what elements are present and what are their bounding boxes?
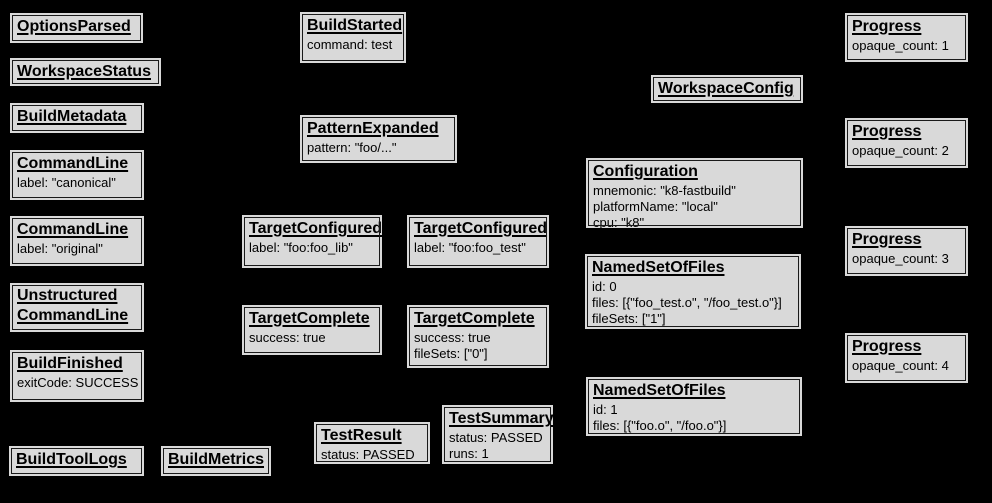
event-box-command-line-original: CommandLine label: "original": [10, 216, 144, 266]
event-box-target-configured-lib: TargetConfigured label: "foo:foo_lib": [242, 215, 382, 268]
event-box-title: BuildFinished: [17, 355, 123, 372]
event-box-field: label: "foo:foo_test": [414, 240, 526, 255]
event-box-title: Progress: [852, 231, 922, 248]
event-box-title: TargetConfigured: [414, 220, 548, 237]
event-box-workspace-config: WorkspaceConfig: [651, 75, 803, 103]
event-box-field: platformName: "local": [593, 199, 718, 214]
event-box-field: fileSets: ["1"]: [592, 311, 666, 326]
event-box-title: BuildToolLogs: [16, 451, 127, 468]
event-box-field: exitCode: SUCCESS: [17, 375, 139, 390]
event-box-title: WorkspaceConfig: [658, 80, 794, 97]
event-box-workspace-status: WorkspaceStatus: [10, 58, 161, 86]
event-box-build-tool-logs: BuildToolLogs: [9, 446, 144, 476]
event-box-build-metadata: BuildMetadata: [10, 103, 144, 133]
event-box-title: CommandLine: [17, 221, 129, 238]
event-box-unstructured-command-line: Unstructured CommandLine: [10, 283, 144, 332]
event-box-build-metrics: BuildMetrics: [161, 446, 271, 476]
event-box-title: CommandLine: [17, 155, 129, 172]
event-box-progress-1: Progress opaque_count: 1: [845, 13, 968, 62]
event-box-target-complete-test: TargetComplete success: true fileSets: […: [407, 305, 549, 368]
event-box-title: OptionsParsed: [17, 18, 131, 35]
event-box-named-set-of-files-1: NamedSetOfFiles id: 1 files: [{"foo.o", …: [586, 377, 802, 436]
event-box-named-set-of-files-0: NamedSetOfFiles id: 0 files: [{"foo_test…: [585, 254, 801, 329]
event-box-progress-2: Progress opaque_count: 2: [845, 118, 968, 168]
event-box-title: BuildMetadata: [17, 108, 127, 125]
event-box-field: status: PASSED: [449, 430, 543, 445]
event-box-title: Configuration: [593, 163, 698, 180]
event-box-field: opaque_count: 2: [852, 143, 949, 158]
event-box-test-result: TestResult status: PASSED: [314, 422, 430, 464]
event-box-title: Progress: [852, 338, 922, 355]
event-box-title: Progress: [852, 123, 922, 140]
event-box-field: label: "canonical": [17, 175, 116, 190]
event-box-field: files: [{"foo.o", "/foo.o"}]: [593, 418, 727, 433]
event-box-configuration: Configuration mnemonic: "k8-fastbuild" p…: [586, 158, 803, 230]
event-box-options-parsed: OptionsParsed: [10, 13, 143, 43]
event-box-build-finished: BuildFinished exitCode: SUCCESS: [10, 350, 144, 402]
event-box-title: TestResult: [321, 427, 402, 444]
event-box-build-started: BuildStarted command: test: [300, 12, 406, 63]
event-box-progress-4: Progress opaque_count: 4: [845, 333, 968, 383]
event-box-command-line-canonical: CommandLine label: "canonical": [10, 150, 144, 200]
event-box-field: label: "original": [17, 241, 103, 256]
event-box-field: cpu: "k8": [593, 215, 645, 230]
event-box-field: opaque_count: 3: [852, 251, 949, 266]
event-box-title: Unstructured CommandLine: [17, 287, 129, 324]
event-box-title: Progress: [852, 18, 922, 35]
event-box-target-complete-lib: TargetComplete success: true: [242, 305, 382, 355]
event-box-field: success: true: [414, 330, 491, 345]
event-box-field: id: 0: [592, 279, 617, 294]
event-box-field: id: 1: [593, 402, 618, 417]
event-box-field: mnemonic: "k8-fastbuild": [593, 183, 736, 198]
event-box-title: WorkspaceStatus: [17, 63, 151, 80]
event-box-field: runs: 1: [449, 446, 489, 461]
event-box-title: TargetComplete: [249, 310, 370, 327]
event-box-title: TestSummary: [449, 410, 554, 427]
event-box-title: BuildStarted: [307, 17, 403, 34]
event-box-progress-3: Progress opaque_count: 3: [845, 226, 968, 276]
event-box-title: TargetConfigured: [249, 220, 383, 237]
event-box-pattern-expanded: PatternExpanded pattern: "foo/...": [300, 115, 457, 163]
event-box-field: fileSets: ["0"]: [414, 346, 488, 361]
event-box-field: status: PASSED: [321, 447, 415, 462]
event-box-test-summary: TestSummary status: PASSED runs: 1: [442, 405, 554, 464]
event-box-field: opaque_count: 1: [852, 38, 949, 53]
event-box-field: files: [{"foo_test.o", "/foo_test.o"}]: [592, 295, 782, 310]
event-box-field: label: "foo:foo_lib": [249, 240, 353, 255]
event-box-field: pattern: "foo/...": [307, 140, 397, 155]
event-box-title: BuildMetrics: [168, 451, 265, 468]
event-box-title: TargetComplete: [414, 310, 535, 327]
event-box-target-configured-test: TargetConfigured label: "foo:foo_test": [407, 215, 549, 268]
event-box-field: opaque_count: 4: [852, 358, 949, 373]
event-box-field: success: true: [249, 330, 326, 345]
event-box-title: NamedSetOfFiles: [592, 259, 725, 276]
event-box-title: PatternExpanded: [307, 120, 439, 137]
event-box-field: command: test: [307, 37, 393, 52]
event-box-title: NamedSetOfFiles: [593, 382, 726, 399]
